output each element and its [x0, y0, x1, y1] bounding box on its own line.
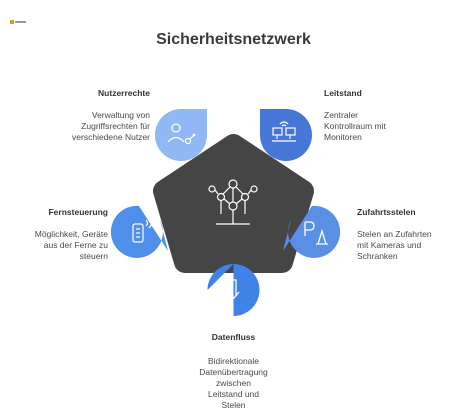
user-key-icon [167, 123, 196, 145]
label-nutzerrechte: Nutzerrechte Verwaltung von Zugriffsrech… [40, 88, 150, 143]
leitstand-description: Zentraler Kontrollraum mit Monitoren [324, 110, 386, 142]
node-zufahrtsstelen[interactable] [283, 205, 341, 258]
control-room-icon [272, 121, 296, 142]
datenfluss-heading: Datenfluss [211, 332, 256, 342]
label-fernsteuerung: Fernsteuerung Möglichkeit, Geräte aus de… [8, 207, 108, 262]
page-title: Sicherheitsnetzwerk [156, 31, 311, 48]
data-flow-icon [222, 279, 240, 300]
datenfluss-description: Bidirektionale Datenübertragung zwischen… [199, 356, 268, 410]
zufahrtsstelen-description: Stelen an Zufahrten mit Kameras und Schr… [357, 229, 432, 261]
nutzerrechte-heading: Nutzerrechte [98, 88, 150, 98]
label-leitstand: Leitstand Zentraler Kontrollraum mit Mon… [324, 88, 424, 143]
node-leitstand[interactable] [260, 109, 312, 161]
label-zufahrtsstelen: Zufahrtsstelen Stelen an Zufahrten mit K… [357, 207, 457, 262]
zufahrtsstelen-heading: Zufahrtsstelen [357, 207, 416, 217]
fernsteuerung-description: Möglichkeit, Geräte aus der Ferne zu ste… [34, 229, 108, 261]
node-nutzerrechte[interactable] [155, 109, 207, 161]
remote-control-icon [132, 217, 153, 243]
fernsteuerung-heading: Fernsteuerung [48, 207, 108, 217]
parking-cone-icon [304, 221, 328, 245]
network-structure-icon [208, 179, 258, 225]
label-datenfluss: Datenfluss Bidirektionale Datenübertragu… [183, 332, 284, 411]
leitstand-heading: Leitstand [324, 88, 362, 98]
center-hub [153, 134, 314, 273]
nutzerrechte-description: Verwaltung von Zugriffsrechten für versc… [72, 110, 150, 142]
node-fernsteuerung[interactable] [110, 205, 168, 258]
node-datenfluss[interactable] [207, 264, 260, 316]
brand-logo [10, 12, 26, 24]
